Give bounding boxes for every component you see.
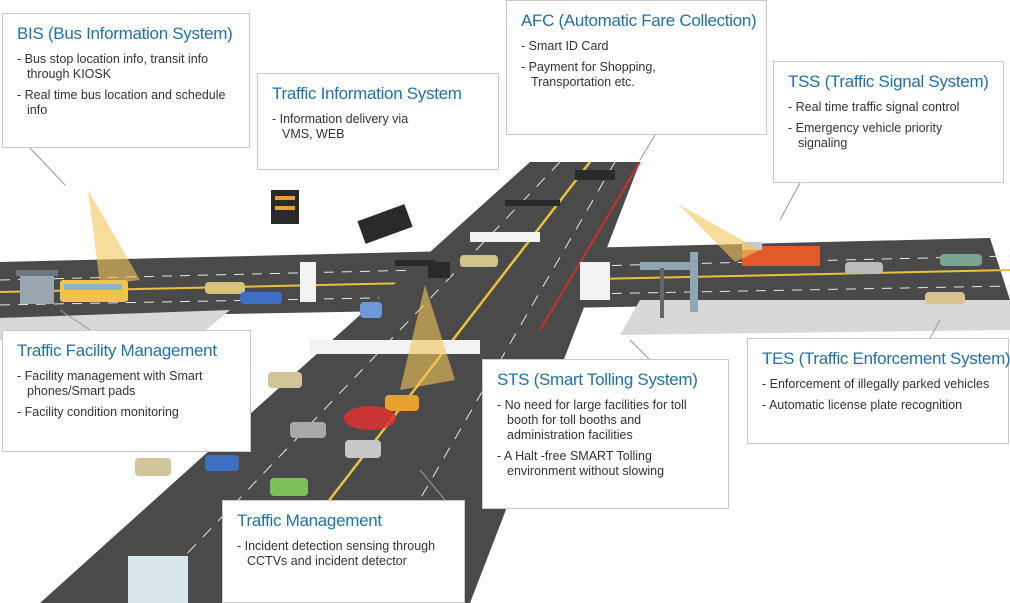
tss-item: - Real time traffic signal control — [788, 100, 960, 114]
bis-box: BIS (Bus Information System) - Bus stop … — [2, 13, 250, 148]
afc-box: AFC (Automatic Fare Collection) - Smart … — [506, 0, 767, 135]
tss-list: - Real time traffic signal control - Eme… — [788, 100, 991, 151]
tfm-item: - Facility condition monitoring — [17, 405, 179, 419]
bis-list: - Bus stop location info, transit info t… — [17, 52, 237, 118]
tss-box: TSS (Traffic Signal System) - Real time … — [773, 61, 1004, 183]
sts-list: - No need for large facilities for toll … — [497, 398, 716, 479]
tis-item: - Information delivery via VMS, WEB — [272, 112, 409, 141]
car-icon — [135, 254, 982, 496]
traffic-light-icon — [357, 200, 560, 278]
tfm-box: Traffic Facility Management - Facility m… — [2, 330, 251, 452]
bus-icon — [60, 280, 128, 302]
tis-box: Traffic Information System - Information… — [257, 73, 499, 170]
bis-title: BIS (Bus Information System) — [17, 24, 233, 43]
vms-sign-icon — [271, 170, 615, 224]
tss-title: TSS (Traffic Signal System) — [788, 72, 989, 91]
bis-item: - Real time bus location and schedule in… — [17, 88, 226, 117]
tes-item: - Enforcement of illegally parked vehicl… — [762, 377, 990, 391]
bis-item: - Bus stop location info, transit info t… — [17, 52, 209, 81]
tis-list: - Information delivery via VMS, WEB — [272, 112, 486, 142]
tfm-title: Traffic Facility Management — [17, 341, 217, 360]
sts-item: - No need for large facilities for toll … — [497, 398, 687, 442]
tfm-item: - Facility management with Smart phones/… — [17, 369, 203, 398]
sts-item: - A Halt -free SMART Tolling environment… — [497, 449, 665, 478]
toll-gantry-icon — [640, 252, 698, 318]
sts-box: STS (Smart Tolling System) - No need for… — [482, 359, 729, 509]
sts-title: STS (Smart Tolling System) — [497, 370, 698, 389]
tm-item: - Incident detection sensing through CCT… — [237, 539, 436, 568]
tes-title: TES (Traffic Enforcement System) — [762, 349, 1010, 368]
tes-item: - Automatic license plate recognition — [762, 398, 963, 412]
tm-box: Traffic Management - Incident detection … — [222, 500, 465, 603]
tfm-list: - Facility management with Smart phones/… — [17, 369, 238, 420]
tis-title: Traffic Information System — [272, 84, 462, 103]
tes-box: TES (Traffic Enforcement System) - Enfor… — [747, 338, 1010, 444]
tm-title: Traffic Management — [237, 511, 382, 530]
incident-flash-icon — [344, 406, 396, 430]
afc-list: - Smart ID Card - Payment for Shopping, … — [521, 39, 754, 90]
afc-item: - Smart ID Card — [521, 39, 609, 53]
afc-item: - Payment for Shopping, Transportation e… — [521, 60, 656, 89]
tes-list: - Enforcement of illegally parked vehicl… — [762, 377, 996, 413]
tm-list: - Incident detection sensing through CCT… — [237, 539, 452, 569]
tss-item: - Emergency vehicle priority signaling — [788, 121, 943, 150]
cctv-beam-icon — [88, 190, 760, 390]
afc-title: AFC (Automatic Fare Collection) — [521, 11, 757, 30]
bus-stop-icon — [16, 270, 58, 304]
